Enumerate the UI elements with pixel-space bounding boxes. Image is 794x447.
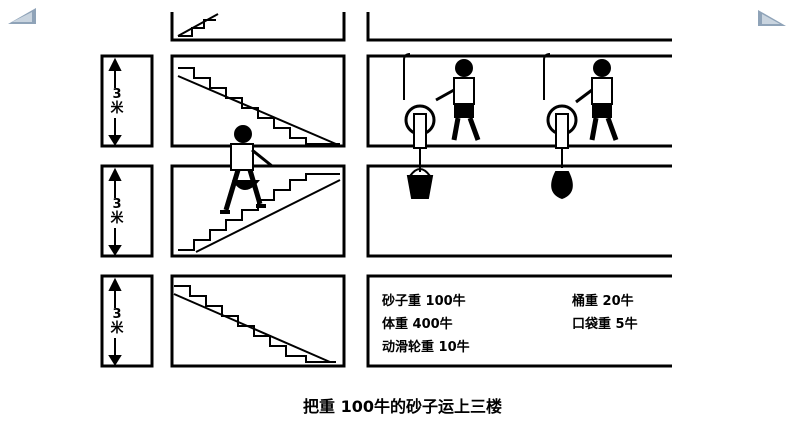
stair-box-second-floor: [170, 164, 346, 258]
floor-height-label-bottom: 3 米: [107, 308, 127, 336]
pulley-box-upper: [366, 54, 672, 148]
info-box: [366, 274, 672, 368]
height-box-middle: [100, 164, 154, 258]
pulley-system-bucket: [403, 53, 436, 199]
diagram-drawing: [100, 12, 672, 368]
height-value: 3: [112, 87, 122, 102]
stairs-second-floor: [178, 173, 340, 251]
height-box-top: [100, 54, 154, 148]
boy-carrying-sand-figure: [220, 125, 273, 214]
pulley-box-top: [366, 12, 672, 42]
stair-box-topmost: [170, 12, 346, 42]
stair-box-first-floor: [170, 274, 346, 368]
stairs-first-floor: [174, 285, 336, 363]
building-diagram: 3 米 3 米 3 米 砂子重 100牛 体重 400牛 动滑轮重 10牛 桶重…: [100, 10, 672, 414]
diagram-caption: 把重 100牛的砂子运上三楼: [303, 397, 502, 416]
height-unit: 米: [110, 211, 124, 226]
boy-pulling-rope-2: [575, 59, 619, 141]
note-bag-weight: 口袋重 5牛: [572, 317, 638, 332]
height-unit: 米: [110, 321, 124, 336]
note-bucket-weight: 桶重 20牛: [572, 294, 634, 309]
left-corner-triangle-icon: [8, 8, 36, 24]
floor-height-label-top: 3 米: [107, 88, 127, 116]
right-corner-triangle-icon: [758, 10, 786, 26]
stair-box-third-floor: [170, 54, 346, 148]
height-value: 3: [112, 307, 122, 322]
note-pulley-weight: 动滑轮重 10牛: [382, 340, 470, 355]
height-box-bottom: [100, 274, 154, 368]
pulley-box-middle: [366, 164, 672, 258]
pulley-system-bag: [543, 53, 578, 200]
floor-height-label-middle: 3 米: [107, 198, 127, 226]
note-body-weight: 体重 400牛: [382, 317, 453, 332]
stairs-third-floor: [178, 67, 340, 145]
note-sand-weight: 砂子重 100牛: [382, 294, 466, 309]
height-value: 3: [112, 197, 122, 212]
height-unit: 米: [110, 101, 124, 116]
boy-pulling-rope-1: [435, 59, 481, 141]
